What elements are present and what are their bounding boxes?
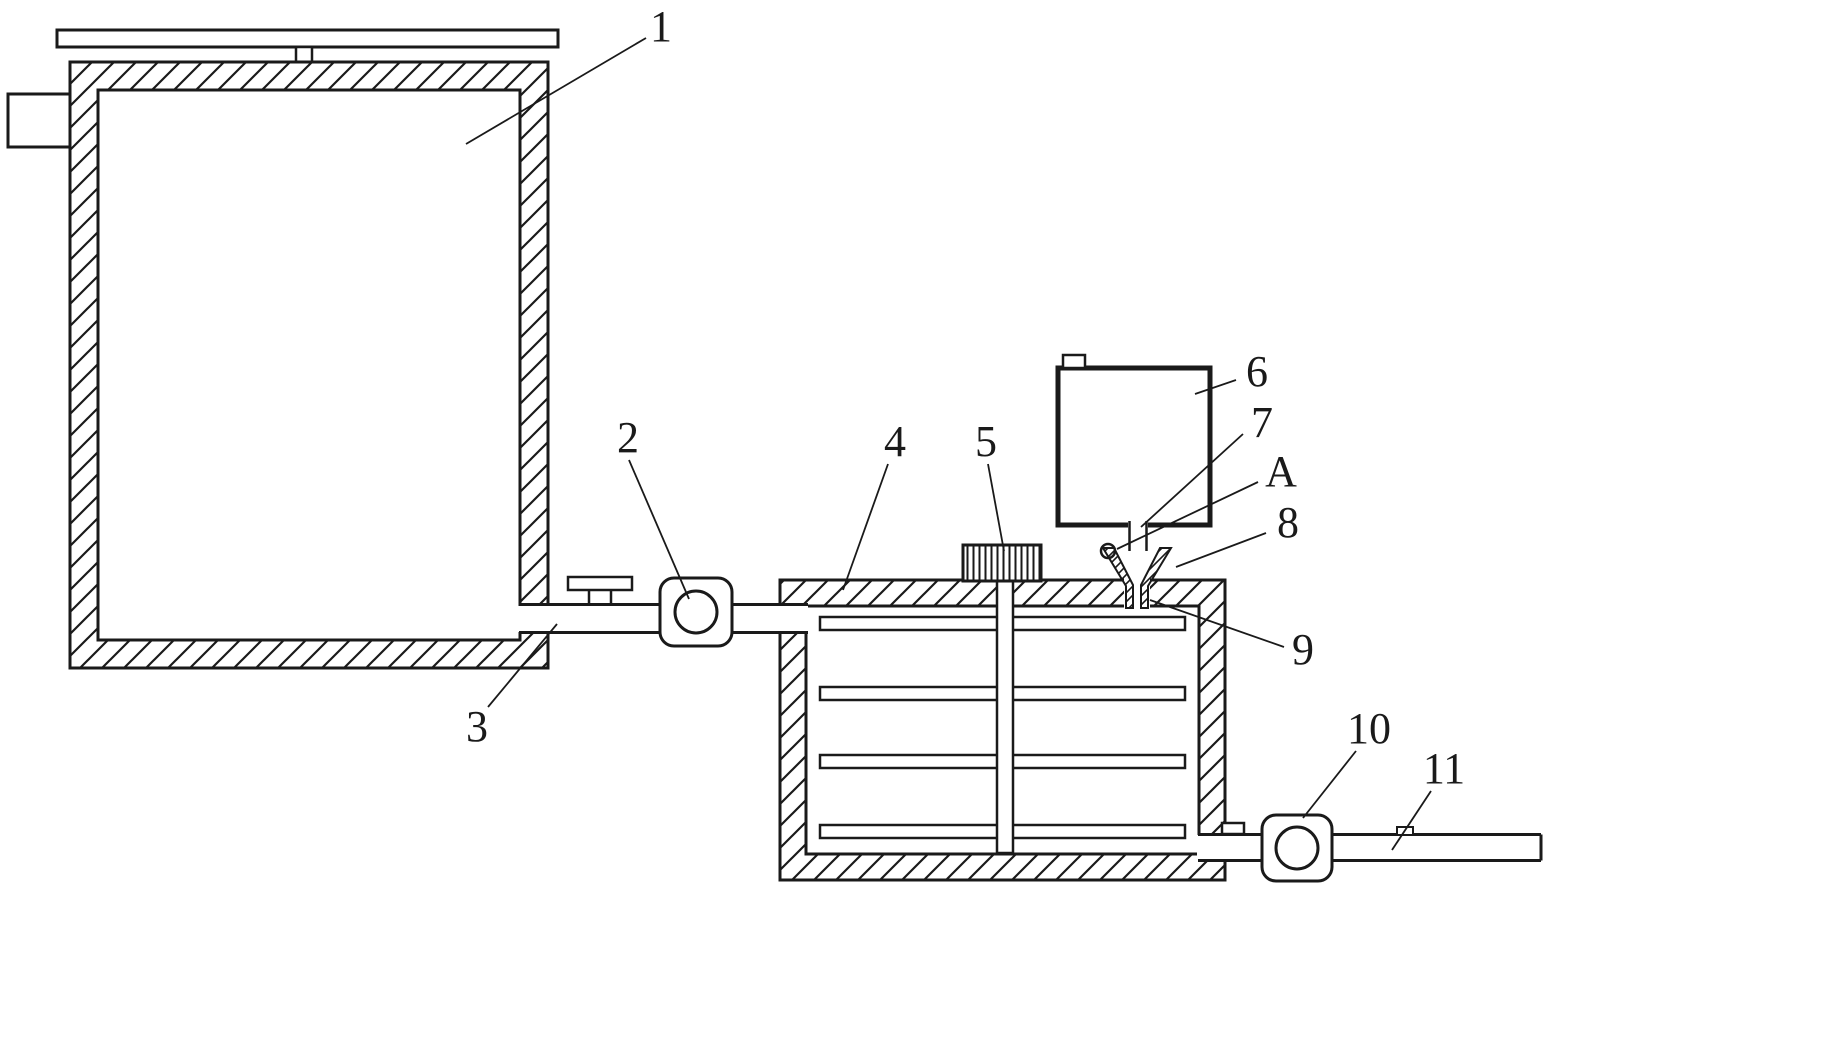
wall-cutout [778, 606, 808, 632]
label-4: 4 [884, 417, 906, 466]
label-10: 10 [1347, 704, 1391, 753]
label-6: 6 [1246, 347, 1268, 396]
label-7: 7 [1251, 398, 1273, 447]
funnel-left-wall [1101, 547, 1134, 609]
storage-tank [6, 28, 560, 670]
pump-rotor [1274, 825, 1320, 871]
leader-9 [1149, 599, 1285, 648]
label-A: A [1265, 447, 1297, 496]
discharge-line [1198, 813, 1543, 883]
leader-5 [987, 463, 1005, 552]
discharge-pump [1260, 813, 1334, 883]
tank-walls [68, 60, 550, 670]
label-8: 8 [1277, 498, 1299, 547]
funnel [1101, 547, 1173, 609]
leader-1 [465, 37, 647, 145]
outlet-flange [1220, 821, 1246, 836]
dosing-box-tab [1061, 353, 1087, 370]
wall-cutout [1197, 835, 1227, 860]
feed-pipe [518, 575, 662, 634]
label-5: 5 [975, 417, 997, 466]
tank-lid [55, 28, 560, 49]
stirrer-shaft [995, 548, 1015, 855]
funnel-right-wall [1140, 547, 1173, 609]
pump-to-tank-pipe [732, 603, 808, 634]
wall-cutout [1128, 520, 1148, 531]
leader-10 [1302, 750, 1357, 819]
drive-gear [961, 543, 1043, 583]
label-2: 2 [617, 413, 639, 462]
pipe-cap [566, 575, 634, 592]
leader-2 [628, 459, 690, 600]
leader-6 [1194, 379, 1237, 395]
leader-8 [1175, 532, 1267, 568]
mixing-tank-internals [818, 548, 1187, 855]
dosing-box [1055, 353, 1213, 551]
label-11: 11 [1423, 744, 1465, 793]
tank-inlet-stub [6, 92, 72, 149]
tank-lid-nub [294, 45, 314, 64]
leader-A [1116, 481, 1259, 550]
leader-7 [1140, 433, 1244, 528]
feed-pump [658, 576, 734, 648]
label-1: 1 [650, 2, 672, 51]
leader-3 [487, 623, 558, 708]
leader-11 [1391, 790, 1432, 851]
wall-cutout [518, 606, 552, 632]
reference-labels: 1 2 3 4 5 6 7 A 8 9 10 11 [466, 2, 1465, 793]
pump-rotor [673, 589, 719, 635]
label-3: 3 [466, 702, 488, 751]
label-9: 9 [1292, 625, 1314, 674]
leader-4 [842, 463, 889, 591]
leader-lines [465, 37, 1432, 851]
dosing-outlet-neck [1128, 521, 1148, 551]
